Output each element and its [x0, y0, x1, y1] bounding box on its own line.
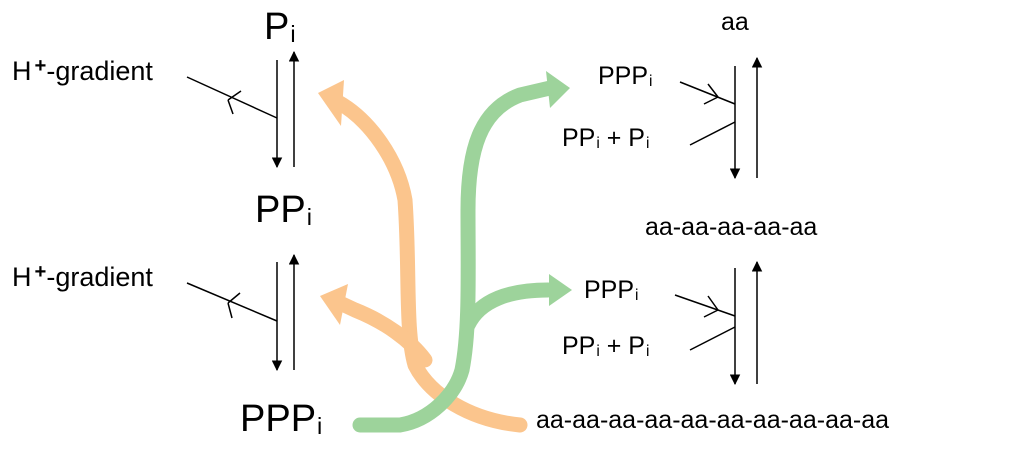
label-ppi-pi-right-top-sub2: i	[645, 134, 650, 152]
h-gradient-bottom-input-barb	[227, 292, 241, 319]
orange-arrowhead-top	[318, 80, 344, 126]
green-flow-to-top-arrow	[352, 80, 558, 433]
label-h-gradient-top-rest: -gradient	[46, 56, 153, 86]
orange-flow-to-top-arrow	[330, 94, 528, 433]
label-pi-top: Pi	[264, 8, 296, 46]
label-ppi-pi-right-top-base1: PP	[562, 124, 596, 152]
pppi-bottom-input-line	[674, 294, 736, 317]
green-arrowhead-top	[546, 71, 570, 108]
label-h-gradient-top-sup: +	[34, 54, 47, 77]
pppi-bottom-input-barb	[703, 295, 719, 318]
label-pppi-right-bottom: PPPi	[584, 276, 639, 304]
orange-flow-to-bottom-arrow	[332, 295, 433, 368]
label-ppi-pi-right-bottom-sub2: i	[645, 342, 650, 360]
h-gradient-bottom-input-line	[186, 282, 278, 322]
label-h-gradient-bottom-sup: +	[34, 260, 47, 283]
label-pppi-right-top-sub: i	[649, 72, 653, 90]
label-pppi-bottom-sub: i	[317, 412, 323, 439]
label-pppi-right-top-base: PPP	[598, 62, 649, 90]
label-pppi-bottom-base: PPP	[240, 398, 317, 440]
label-ppi-pi-right-bottom: PPi + Pi	[562, 332, 650, 360]
label-pppi-right-bottom-sub: i	[635, 286, 639, 304]
label-pppi-right-top: PPPi	[598, 62, 653, 90]
label-pi-top-base: P	[264, 6, 290, 48]
label-pppi-bottom: PPPi	[240, 400, 322, 438]
ppi-pi-top-output-line	[689, 121, 736, 146]
label-ppi-pi-right-top: PPi + Pi	[562, 124, 650, 152]
label-ppi-middle-sub: i	[306, 203, 312, 230]
label-pi-top-sub: i	[290, 20, 296, 47]
label-peptide-10: aa-aa-aa-aa-aa-aa-aa-aa-aa-aa	[536, 406, 890, 434]
label-ppi-pi-right-bottom-sub1: i	[596, 342, 600, 360]
pppi-top-input-barb	[703, 83, 719, 105]
label-h-gradient-bottom: H+-gradient	[12, 260, 153, 292]
label-h-gradient-top-base: H	[12, 56, 32, 86]
h-gradient-top-input-barb	[227, 90, 242, 115]
label-ppi-middle-base: PP	[255, 189, 306, 231]
green-arrowhead-bottom	[549, 274, 572, 306]
label-h-gradient-bottom-rest: -gradient	[46, 262, 153, 292]
label-h-gradient-top: H+-gradient	[12, 54, 153, 86]
label-ppi-pi-right-bottom-mid: + P	[599, 332, 645, 360]
ppi-pi-bottom-output-line	[689, 326, 736, 351]
orange-arrowhead-bottom	[320, 284, 348, 325]
label-peptide-5: aa-aa-aa-aa-aa	[645, 213, 818, 241]
pppi-top-input-line	[679, 81, 736, 105]
label-ppi-pi-right-bottom-base1: PP	[562, 332, 596, 360]
green-flow-to-bottom-arrow	[460, 282, 556, 333]
label-ppi-pi-right-top-sub1: i	[596, 134, 600, 152]
label-aa: aa	[721, 8, 749, 36]
label-ppi-middle: PPi	[255, 191, 312, 229]
label-pppi-right-bottom-base: PPP	[584, 276, 635, 304]
label-h-gradient-bottom-base: H	[12, 262, 32, 292]
label-ppi-pi-right-top-mid: + P	[599, 124, 645, 152]
